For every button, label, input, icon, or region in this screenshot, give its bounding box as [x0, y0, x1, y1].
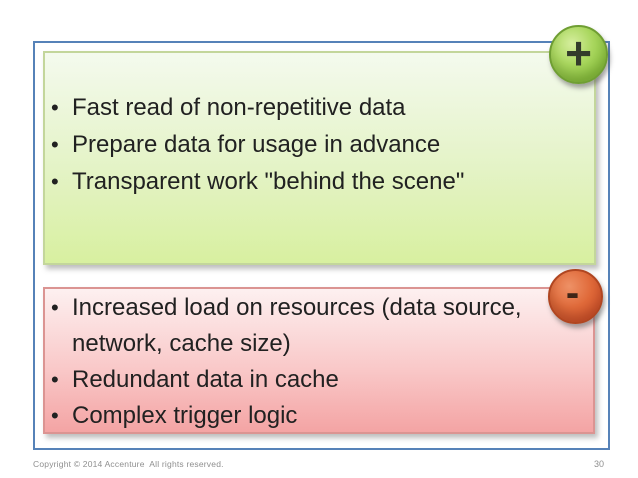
cons-box: Increased load on resources (data source…: [43, 287, 595, 434]
minus-icon: -: [565, 270, 580, 315]
list-item: Prepare data for usage in advance: [51, 126, 574, 163]
pros-bullet-list: Fast read of non-repetitive data Prepare…: [45, 53, 594, 200]
plus-icon: +: [565, 27, 592, 79]
pros-badge: +: [549, 25, 608, 84]
pros-box: Fast read of non-repetitive data Prepare…: [43, 51, 596, 265]
cons-bullet-list: Increased load on resources (data source…: [45, 289, 593, 434]
list-item: Transparent work "behind the scene": [51, 163, 574, 200]
copyright-text: Copyright © 2014 Accenture All rights re…: [33, 459, 224, 469]
page-number: 30: [593, 459, 604, 469]
list-item: Redundant data in cache: [51, 362, 553, 398]
list-item: Fast read of non-repetitive data: [51, 89, 574, 126]
list-item: Increased load on resources (data source…: [51, 290, 553, 362]
cons-badge: -: [548, 269, 603, 324]
list-item: Complex trigger logic: [51, 398, 553, 434]
